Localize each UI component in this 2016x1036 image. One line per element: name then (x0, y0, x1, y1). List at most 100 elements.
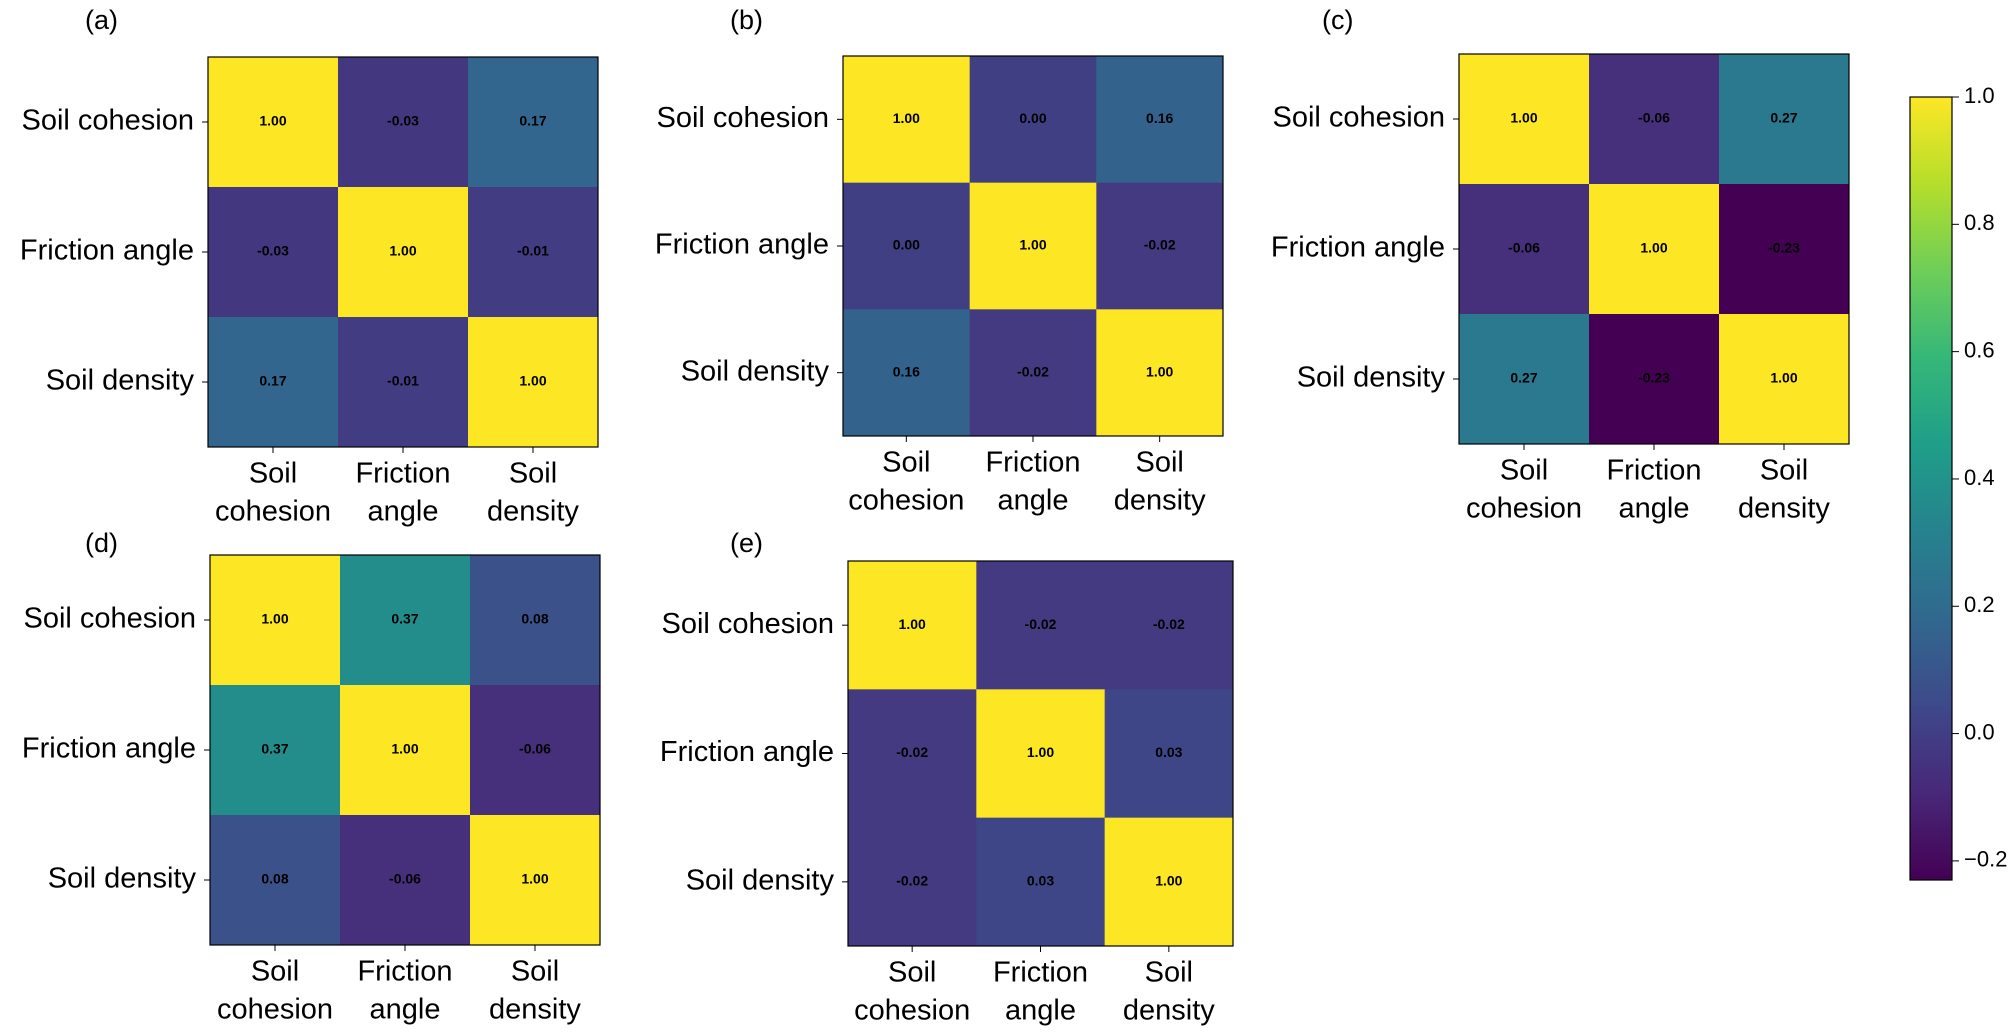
x-tick-label: angle (370, 994, 441, 1026)
cell-value-label: 0.08 (261, 871, 288, 887)
cell-value-label: 1.00 (1770, 370, 1797, 386)
x-tick-label: cohesion (854, 995, 970, 1027)
colorbar-tick-label: −0.2 (1964, 847, 2007, 872)
cell-value-label: 0.27 (1510, 370, 1537, 386)
cell-value-label: -0.23 (1768, 240, 1800, 256)
heatmap-cell (969, 56, 1097, 184)
x-tick-label: cohesion (848, 485, 964, 517)
x-tick-label: Friction (1606, 455, 1701, 487)
colorbar: 1.00.80.60.40.20.0−0.2 (1909, 83, 2007, 881)
x-tick-label: angle (368, 496, 439, 528)
heatmap-cell (969, 309, 1097, 437)
heatmap-cell (1096, 309, 1224, 437)
y-tick-label: Friction angle (660, 736, 834, 768)
heatmap-cell (1719, 54, 1850, 185)
x-tick-label: density (1738, 493, 1830, 525)
heatmap-cell (1104, 689, 1234, 819)
colorbar-tick-label: 0.4 (1964, 465, 1995, 490)
x-tick-label: Soil (1760, 455, 1808, 487)
y-tick-label: Soil cohesion (662, 608, 835, 640)
x-tick-label: cohesion (215, 496, 331, 528)
cell-value-label: 1.00 (893, 110, 920, 126)
colorbar-gradient (1909, 96, 1953, 881)
x-tick-label: Friction (993, 957, 1088, 989)
heatmap-cell (976, 561, 1106, 690)
y-tick-label: Soil cohesion (1273, 102, 1446, 134)
cell-value-label: 0.16 (893, 363, 920, 379)
heatmap-cell (340, 685, 471, 816)
cell-value-label: 0.37 (261, 741, 288, 757)
heatmap-cell (340, 815, 471, 946)
y-tick-label: Friction angle (20, 235, 194, 267)
y-tick-label: Soil density (681, 355, 830, 387)
heatmap-cell (1719, 314, 1850, 445)
heatmap-cell (470, 815, 601, 946)
x-tick-label: angle (998, 485, 1069, 517)
heatmap-cell (468, 187, 599, 318)
panel-label: (c) (1322, 5, 1353, 35)
x-tick-label: Soil (511, 956, 559, 988)
heatmap-cell (470, 685, 601, 816)
heatmap-cell (848, 561, 977, 690)
x-tick-label: Soil (882, 447, 930, 479)
heatmap-cell (1096, 182, 1224, 310)
cell-value-label: 1.00 (1640, 240, 1667, 256)
cell-value-label: 0.03 (1155, 744, 1182, 760)
heatmap-cell (1104, 561, 1234, 690)
cell-value-label: 1.00 (521, 871, 548, 887)
heatmap-cell (1719, 184, 1850, 315)
heatmap-cell (1589, 314, 1720, 445)
heatmap-cell (1589, 54, 1720, 185)
cell-value-label: 1.00 (519, 373, 546, 389)
heatmap-cell (340, 555, 471, 686)
heatmap-cell (848, 817, 977, 947)
heatmap-cell (848, 689, 977, 819)
cell-value-label: -0.02 (896, 744, 928, 760)
cell-value-label: -0.06 (389, 871, 421, 887)
cell-value-label: -0.06 (519, 741, 551, 757)
x-tick-label: Soil (509, 458, 557, 490)
x-tick-label: Soil (249, 458, 297, 490)
y-tick-label: Soil density (48, 863, 197, 895)
cell-value-label: -0.02 (1153, 616, 1185, 632)
colorbar-tick-label: 1.0 (1964, 83, 1995, 108)
cell-value-label: 1.00 (1155, 873, 1182, 889)
x-tick-label: density (487, 496, 579, 528)
cell-value-label: 1.00 (1019, 237, 1046, 253)
heatmap-cell (1459, 54, 1590, 185)
colorbar-tick-label: 0.8 (1964, 210, 1995, 235)
cell-value-label: 1.00 (261, 611, 288, 627)
x-tick-label: Friction (985, 447, 1080, 479)
colorbar-tick-label: 0.6 (1964, 337, 1995, 362)
x-tick-label: angle (1619, 493, 1690, 525)
cell-value-label: 1.00 (391, 741, 418, 757)
cell-value-label: 0.17 (519, 113, 546, 129)
heatmap-cell (843, 56, 971, 184)
heatmap-cell (969, 182, 1097, 310)
heatmap-cell (1096, 56, 1224, 184)
heatmap-cell (843, 309, 971, 437)
x-tick-label: Soil (888, 957, 936, 989)
y-tick-label: Friction angle (22, 733, 196, 765)
heatmap-cell (976, 689, 1106, 819)
cell-value-label: 0.00 (1019, 110, 1046, 126)
heatmap-cell (468, 57, 599, 188)
y-tick-label: Soil cohesion (657, 102, 830, 134)
x-tick-label: density (1123, 995, 1215, 1027)
y-tick-label: Soil cohesion (22, 105, 195, 137)
y-tick-label: Soil density (1297, 362, 1446, 394)
cell-value-label: 0.17 (259, 373, 286, 389)
heatmap-cell (1459, 184, 1590, 315)
heatmap-cell (210, 555, 341, 686)
x-tick-label: Soil (1500, 455, 1548, 487)
heatmap-cell (208, 57, 339, 188)
heatmap-cell (1459, 314, 1590, 445)
y-tick-label: Soil density (686, 864, 835, 896)
cell-value-label: 0.37 (391, 611, 418, 627)
x-tick-label: density (1114, 485, 1206, 517)
heatmap-cell (976, 817, 1106, 947)
